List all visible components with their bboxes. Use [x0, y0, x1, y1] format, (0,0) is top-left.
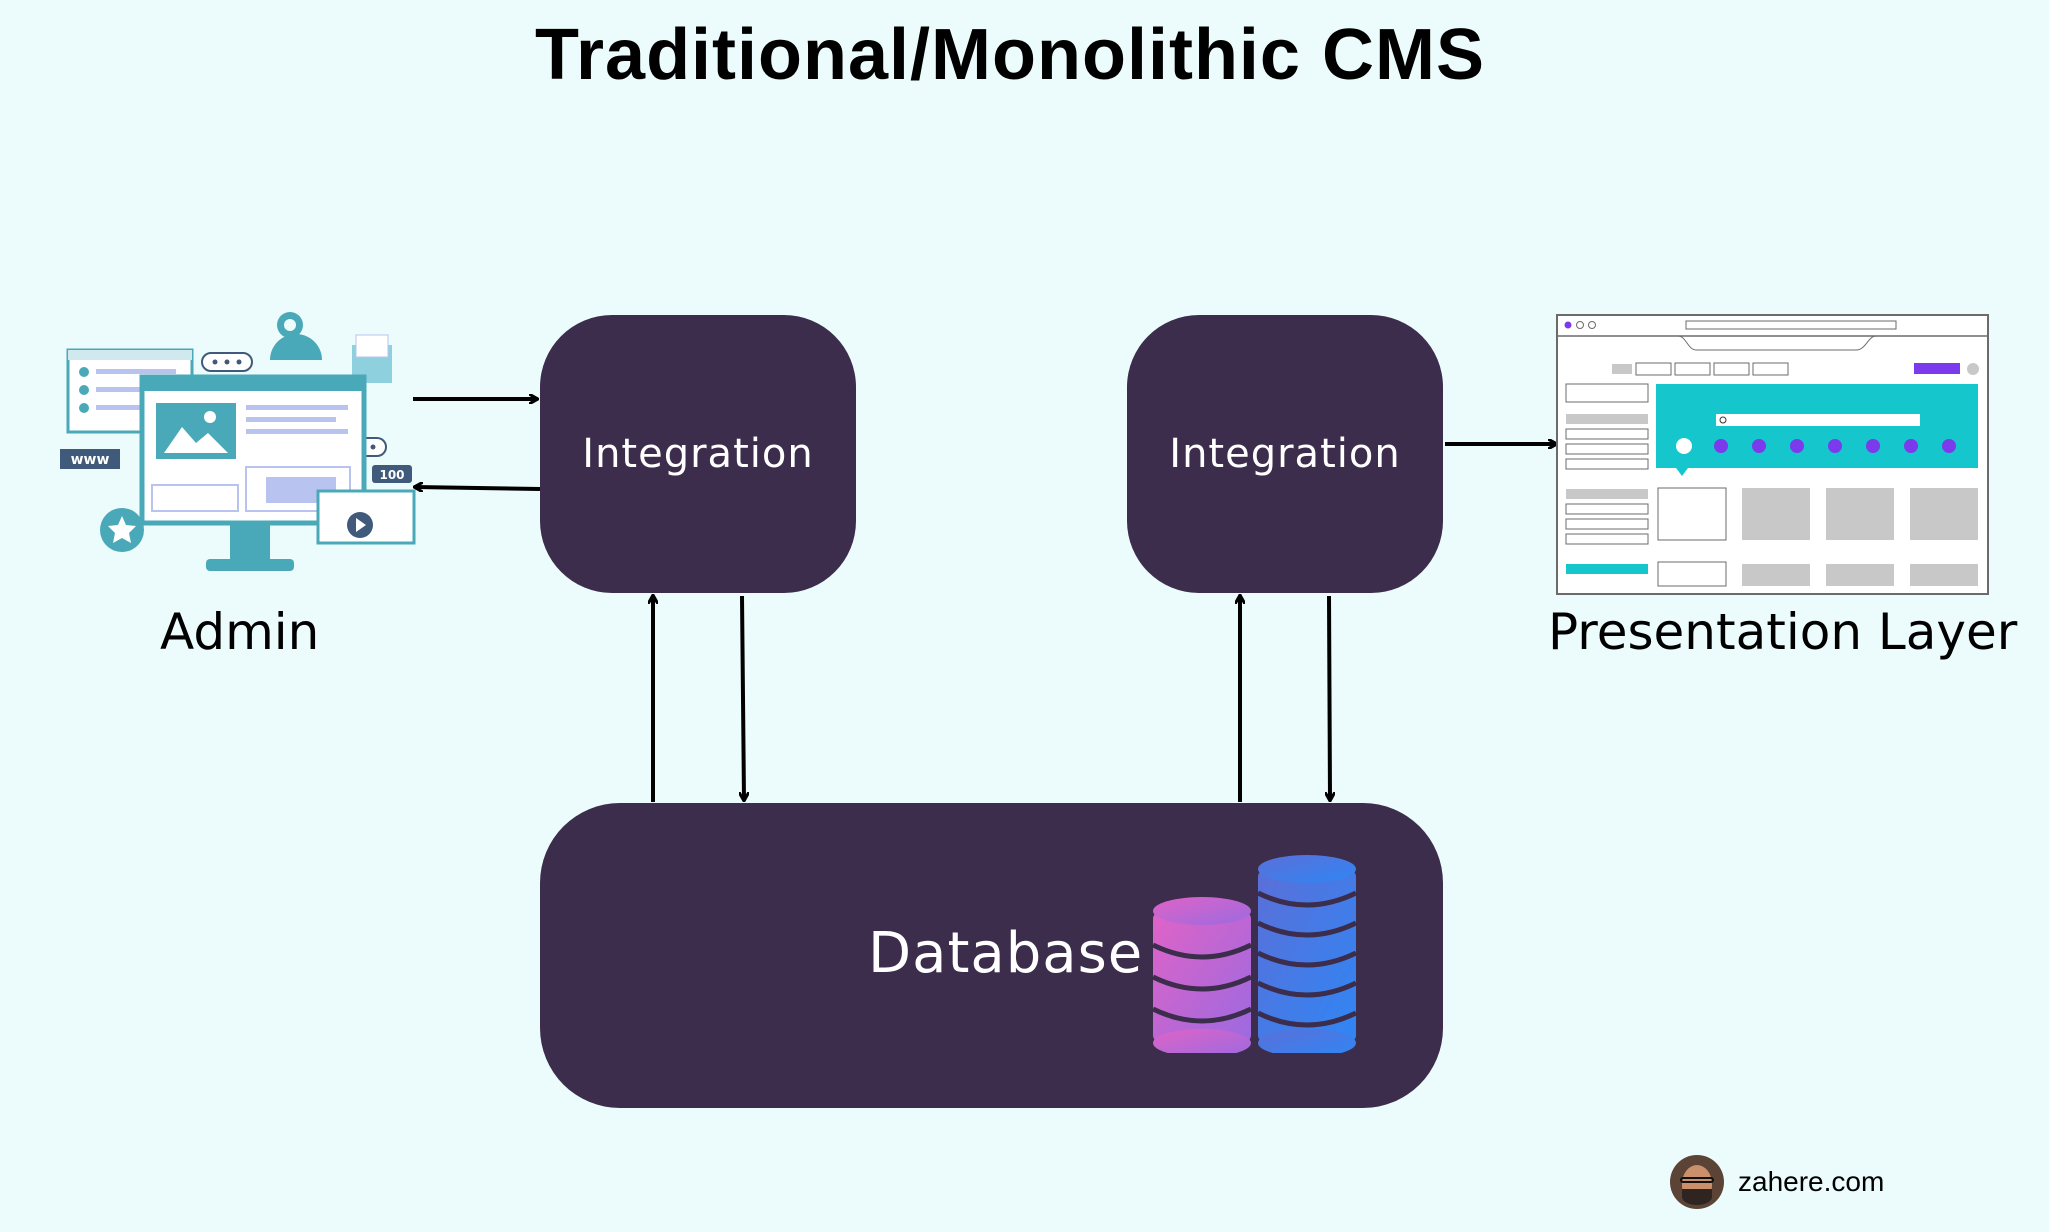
play-icon	[347, 512, 373, 538]
arrow-integration-right-to-db	[1329, 595, 1330, 800]
footer-credit: zahere.com	[1670, 1155, 1884, 1209]
arrow-integration-left-to-db	[742, 595, 744, 800]
database-label: Database	[868, 921, 1144, 986]
admin-label: Admin	[160, 603, 320, 661]
page-title: Traditional/Monolithic CMS	[535, 15, 1485, 95]
database-box: Database	[540, 803, 1443, 1108]
presentation-layer-label: Presentation Layer	[1548, 603, 2018, 661]
website-wireframe-illustration	[1556, 314, 1989, 595]
gear-icon	[270, 312, 322, 360]
star-badge-icon	[100, 508, 144, 552]
arrow-integration-to-admin	[415, 487, 541, 489]
www-badge: www	[71, 452, 110, 468]
admin-dashboard-illustration: www 100	[60, 312, 416, 571]
integration-right-label: Integration	[1169, 431, 1401, 477]
database-stack-icon	[1153, 855, 1358, 1053]
integration-left-label: Integration	[582, 431, 814, 477]
integration-box-right: Integration	[1127, 315, 1443, 593]
author-avatar	[1670, 1155, 1724, 1209]
score-badge: 100	[379, 468, 404, 482]
integration-box-left: Integration	[540, 315, 856, 593]
footer-site-link[interactable]: zahere.com	[1738, 1166, 1885, 1197]
